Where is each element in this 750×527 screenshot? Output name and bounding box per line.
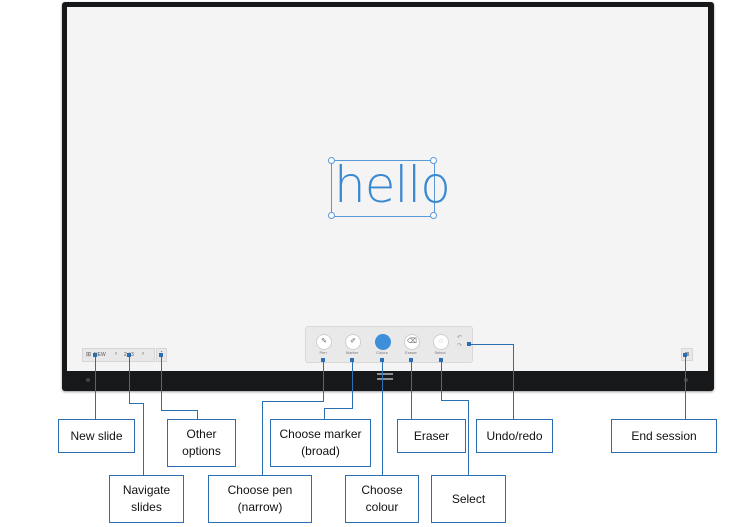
- marker-button[interactable]: ✐: [345, 334, 361, 350]
- callout-anchor: [380, 358, 384, 362]
- eraser-button[interactable]: ⌫: [404, 334, 420, 350]
- colour-label: Colour: [376, 350, 388, 355]
- resize-handle[interactable]: [430, 212, 437, 219]
- callout-anchor: [439, 358, 443, 362]
- pen-icon: ✎: [321, 338, 327, 345]
- callout-navigate-slides: Navigate slides: [109, 475, 184, 523]
- callout-line: [685, 356, 686, 419]
- callout-other-options: Other options: [167, 419, 236, 467]
- callout-anchor: [683, 353, 687, 357]
- slide-controls: ⊞ NEW ‹ 2 / 3 ›: [82, 348, 155, 362]
- callout-anchor: [127, 353, 131, 357]
- resize-handle[interactable]: [328, 157, 335, 164]
- callout-line: [470, 344, 513, 345]
- new-slide-icon[interactable]: ⊞: [86, 352, 92, 358]
- handwritten-text[interactable]: hello: [334, 156, 451, 214]
- marker-label: Marker: [345, 350, 359, 355]
- select-label: Select: [434, 350, 446, 355]
- callout-line: [352, 361, 353, 408]
- callout-line: [143, 403, 144, 475]
- new-slide-button[interactable]: NEW: [94, 352, 106, 358]
- callout-end-session: End session: [611, 419, 717, 453]
- sensor-dot: [86, 378, 90, 382]
- callout-line: [441, 361, 442, 400]
- callout-line: [411, 361, 412, 419]
- callout-line: [262, 401, 324, 402]
- select-button[interactable]: ◌: [433, 334, 449, 350]
- colour-button[interactable]: [375, 334, 391, 350]
- prev-slide-button[interactable]: ‹: [115, 351, 117, 357]
- callout-line: [262, 401, 263, 475]
- next-slide-button[interactable]: ›: [142, 351, 144, 357]
- callout-anchor: [409, 358, 413, 362]
- redo-icon[interactable]: ↷: [457, 343, 463, 349]
- camera-bar: [377, 373, 395, 382]
- callout-line: [129, 356, 130, 403]
- resize-handle[interactable]: [430, 157, 437, 164]
- marker-icon: ✐: [350, 338, 356, 345]
- callout-line: [468, 400, 469, 475]
- callout-line: [324, 408, 353, 409]
- callout-line: [129, 403, 143, 404]
- callout-line: [513, 344, 514, 419]
- pen-button[interactable]: ✎: [316, 334, 332, 350]
- callout-choose-marker: Choose marker (broad): [270, 419, 371, 467]
- callout-undo-redo: Undo/redo: [476, 419, 553, 453]
- end-session-icon: [685, 352, 689, 356]
- callout-line: [382, 361, 383, 475]
- undo-icon[interactable]: ↶: [457, 335, 463, 341]
- callout-choose-pen: Choose pen (narrow): [208, 475, 312, 523]
- select-icon: ◌: [438, 338, 444, 345]
- callout-line: [324, 408, 325, 419]
- callout-anchor: [93, 353, 97, 357]
- callout-line: [441, 400, 468, 401]
- callout-anchor: [159, 353, 163, 357]
- callout-line: [161, 410, 197, 411]
- sensor-dot: [684, 378, 688, 382]
- whiteboard-canvas[interactable]: [67, 7, 708, 371]
- callout-anchor: [350, 358, 354, 362]
- selection-box[interactable]: [331, 160, 435, 217]
- eraser-icon: ⌫: [407, 338, 417, 345]
- callout-anchor: [467, 342, 471, 346]
- callout-line: [197, 410, 198, 419]
- callout-select: Select: [431, 475, 506, 523]
- resize-handle[interactable]: [328, 212, 335, 219]
- pen-label: Pen: [319, 350, 327, 355]
- undo-redo-buttons[interactable]: ↶ ↷: [457, 334, 462, 350]
- callout-new-slide: New slide: [58, 419, 135, 453]
- callout-eraser: Eraser: [397, 419, 466, 453]
- callout-anchor: [321, 358, 325, 362]
- callout-choose-colour: Choose colour: [345, 475, 419, 523]
- callout-line: [95, 356, 96, 419]
- end-session-button[interactable]: [681, 348, 693, 361]
- callout-line: [161, 356, 162, 410]
- eraser-label: Eraser: [405, 350, 417, 355]
- callout-line: [323, 361, 324, 401]
